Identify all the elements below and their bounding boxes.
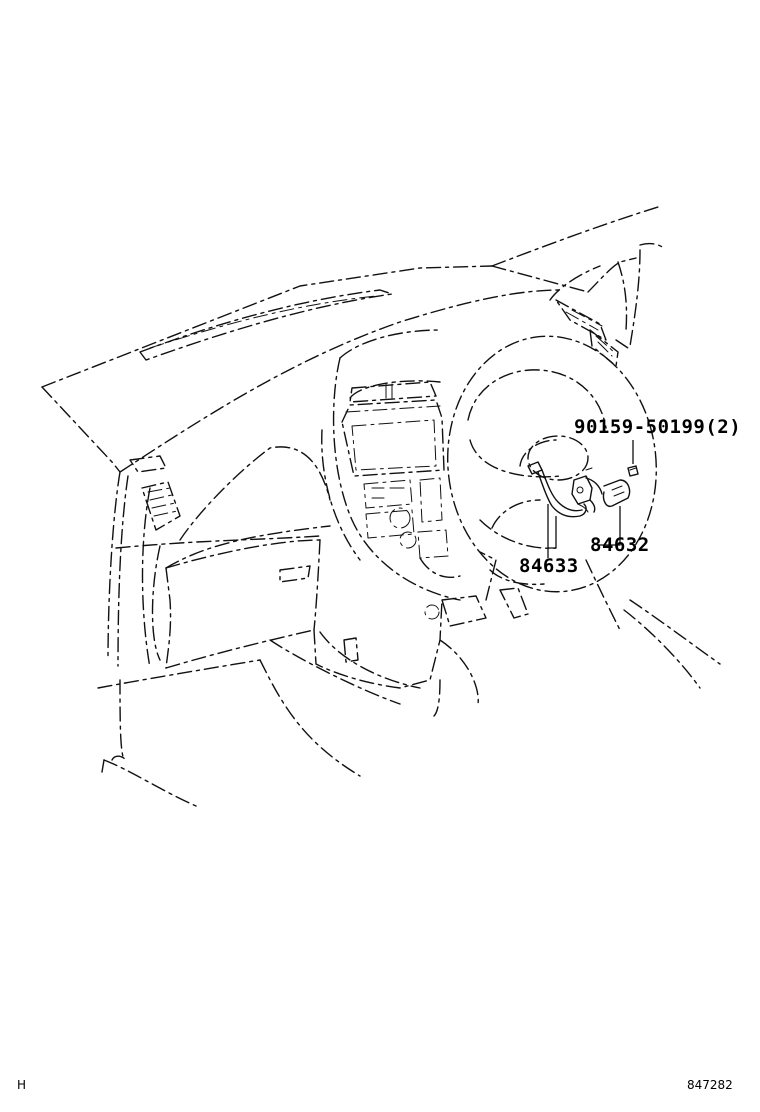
dashboard-outline	[41, 206, 665, 473]
steering-wheel	[447, 335, 721, 689]
defroster-vent	[139, 289, 393, 361]
part-label-switch: 84632	[590, 534, 650, 556]
wire-harness	[527, 461, 589, 518]
part-label-screw: 90159-50199(2)	[574, 416, 741, 438]
left-dashboard	[97, 446, 331, 807]
center-console	[321, 329, 461, 601]
steering-pad-switch	[571, 467, 631, 513]
corner-marker: H	[17, 1078, 27, 1092]
screw-part	[627, 465, 639, 477]
right-dashboard	[555, 249, 641, 367]
part-label-wire: 84633	[519, 555, 579, 577]
leader-lines	[547, 440, 634, 558]
lower-dashboard	[259, 551, 529, 777]
figure-id: 847282	[687, 1078, 733, 1092]
